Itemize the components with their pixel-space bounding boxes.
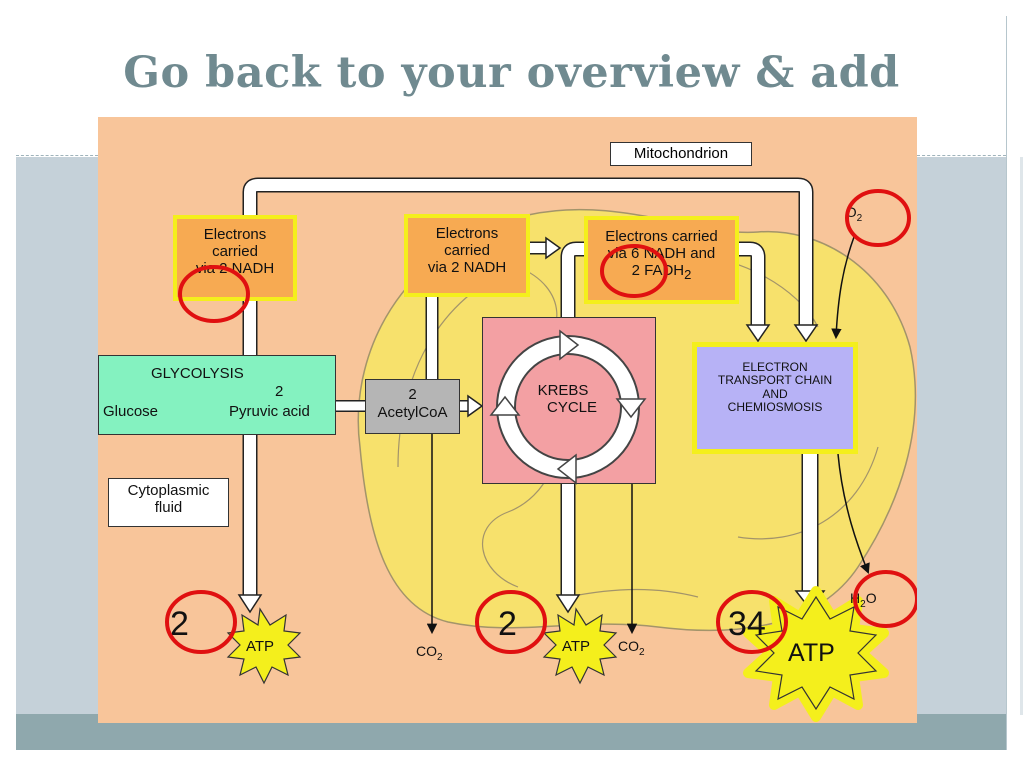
acetyl-label: AcetylCoA — [377, 404, 448, 421]
electrons-line1: Electrons carried — [605, 228, 718, 245]
annotation-circle-atp-34 — [716, 590, 788, 654]
slide-band-right — [917, 157, 1006, 715]
electrons-line3: via 2 NADH — [195, 259, 275, 277]
atp-label-3: ATP — [788, 639, 835, 667]
electrons-line3: 2 FADH2 — [631, 261, 692, 282]
cytoplasmic-fluid-label: Cytoplasmic fluid — [108, 478, 229, 527]
pyruvic-label: Pyruvic acid — [229, 403, 310, 420]
slide-title: Go back to your overview & add — [123, 48, 900, 98]
electrons-line2: via 6 NADH and — [607, 244, 716, 262]
glucose-label: Glucose — [103, 403, 159, 420]
krebs-ring — [489, 329, 647, 485]
electrons-line2: carried — [212, 242, 258, 260]
slide-border — [1006, 16, 1007, 750]
etc-line3: AND — [762, 386, 788, 401]
electrons-line1: Electrons — [435, 225, 499, 242]
pyruvic-count: 2 — [275, 383, 284, 400]
atp-count-3: 34 — [728, 605, 766, 643]
slide-band-left — [16, 157, 98, 715]
etc-line1: ELECTRON — [742, 360, 808, 374]
electrons-nadh-glycolysis-box: Electrons carried via 2 NADH — [173, 215, 297, 301]
annotation-circle-o2 — [845, 189, 911, 247]
atp-count-2: 2 — [498, 605, 517, 643]
title-divider-left — [16, 155, 98, 156]
title-divider-right — [917, 155, 1006, 156]
mitochondrion-label: Mitochondrion — [610, 142, 752, 166]
electrons-nadh-acetyl-box: Electrons carried via 2 NADH — [404, 214, 530, 297]
atp-burst-2 — [542, 607, 618, 685]
annotation-circle-nadh-6 — [600, 244, 668, 298]
cellular-respiration-diagram: Mitochondrion Electrons carried via 2 NA… — [98, 117, 917, 723]
atp-label-2: ATP — [562, 638, 591, 655]
atp-label-1: ATP — [246, 638, 275, 655]
glycolysis-box: GLYCOLYSIS 2 Glucose Pyruvic acid — [98, 355, 336, 435]
annotation-circle-h2o — [853, 570, 917, 628]
etc-box: ELECTRON TRANSPORT CHAIN AND CHEMIOSMOSI… — [692, 342, 858, 454]
acetyl-coa-box: 2 AcetylCoA — [365, 379, 460, 434]
co2-label-2: CO2 — [618, 638, 645, 658]
glycolysis-title: GLYCOLYSIS — [151, 365, 244, 382]
etc-line2: TRANSPORT CHAIN — [717, 373, 833, 388]
atp-count-1: 2 — [170, 605, 189, 643]
co2-label-1: CO2 — [416, 643, 443, 663]
annotation-circle-atp-1 — [165, 590, 237, 654]
electrons-line3: via 2 NADH — [427, 258, 507, 276]
o2-label: O2 — [845, 204, 863, 224]
annotation-circle-atp-2 — [475, 590, 547, 654]
atp-burst-1 — [226, 607, 302, 685]
slide-right-edge — [1020, 157, 1023, 715]
etc-line4: CHEMIOSMOSIS — [727, 400, 823, 415]
krebs-label: KREBS CYCLE — [537, 382, 598, 416]
annotation-circle-nadh-1 — [178, 265, 250, 323]
annotation-layer — [165, 189, 917, 654]
electrons-line1: Electrons — [203, 226, 267, 243]
acetyl-count: 2 — [408, 386, 417, 403]
electrons-line2: carried — [444, 241, 490, 259]
